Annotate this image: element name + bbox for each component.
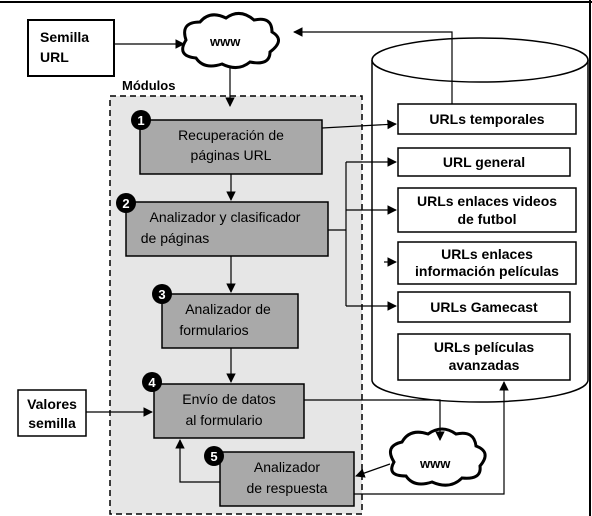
- svg-text:www: www: [419, 456, 451, 471]
- www-cloud-bottom: www: [388, 427, 487, 487]
- step-2-box: Analizador y clasificador de páginas: [125, 201, 329, 257]
- step-3-box: Analizador de formularios: [161, 293, 299, 349]
- svg-text:de páginas: de páginas: [141, 230, 210, 246]
- svg-text:avanzadas: avanzadas: [449, 357, 520, 373]
- storage-gamecast: URLs Gamecast: [397, 291, 571, 323]
- seed-url-box: Semilla URL: [27, 19, 115, 77]
- arrow-temporales-to-www: [293, 27, 453, 104]
- svg-text:Valores: Valores: [27, 396, 77, 412]
- svg-text:Analizador: Analizador: [254, 459, 320, 475]
- svg-text:URLs temporales: URLs temporales: [429, 111, 544, 127]
- arrow-step4-to-www: [304, 399, 445, 441]
- svg-text:URL: URL: [40, 49, 69, 65]
- svg-text:páginas URL: páginas URL: [191, 147, 272, 163]
- svg-text:URLs enlaces: URLs enlaces: [441, 246, 533, 262]
- storage-videos-futbol: URLs enlaces videos de futbol: [397, 187, 577, 233]
- modules-label: Módulos: [122, 78, 175, 93]
- step-4-box: Envío de datos al formulario: [153, 383, 305, 439]
- svg-text:Semilla: Semilla: [40, 29, 89, 45]
- seed-values-box: Valores semilla: [17, 389, 87, 437]
- svg-text:de respuesta: de respuesta: [247, 480, 328, 496]
- svg-text:www: www: [209, 34, 241, 49]
- arrow-step1-to-temporales: [321, 119, 397, 130]
- svg-text:2: 2: [122, 196, 129, 211]
- svg-text:5: 5: [210, 449, 217, 464]
- step-2-badge: 2: [116, 193, 136, 213]
- svg-text:de futbol: de futbol: [457, 211, 516, 227]
- step-1-badge: 1: [131, 110, 151, 130]
- step-1-box: Recuperación de páginas URL: [139, 119, 323, 175]
- svg-text:URLs enlaces videos: URLs enlaces videos: [417, 193, 557, 209]
- www-cloud-top: www: [181, 12, 280, 69]
- svg-text:Envío de datos: Envío de datos: [182, 391, 275, 407]
- connectors: [86, 27, 509, 495]
- svg-text:Recuperación de: Recuperación de: [178, 127, 284, 143]
- arrow-step5-to-avanzadas: [354, 381, 509, 495]
- svg-text:formularios: formularios: [179, 322, 248, 338]
- svg-text:Analizador de: Analizador de: [185, 301, 271, 317]
- storage-general: URL general: [397, 147, 571, 177]
- step-4-badge: 4: [142, 372, 162, 392]
- step-5-box: Analizador de respuesta: [219, 451, 355, 507]
- storage-temporales: URLs temporales: [397, 103, 577, 135]
- svg-text:URLs Gamecast: URLs Gamecast: [430, 299, 538, 315]
- svg-text:Analizador y clasificador: Analizador y clasificador: [150, 209, 301, 225]
- svg-text:4: 4: [148, 375, 156, 390]
- arrow-step5-to-step4: [175, 439, 220, 483]
- svg-text:al formulario: al formulario: [185, 412, 262, 428]
- step-5-badge: 5: [204, 446, 224, 466]
- step-3-badge: 3: [152, 284, 172, 304]
- svg-text:semilla: semilla: [28, 415, 76, 431]
- svg-text:3: 3: [158, 287, 165, 302]
- svg-text:URLs películas: URLs películas: [434, 339, 535, 355]
- arrow-www-to-step5: [355, 463, 391, 478]
- svg-text:1: 1: [137, 113, 144, 128]
- storage-peliculas: URLs enlaces información películas: [397, 241, 577, 285]
- svg-text:información películas: información películas: [415, 263, 559, 279]
- storage-peliculas-avanzadas: URLs películas avanzadas: [397, 333, 571, 381]
- svg-text:URL general: URL general: [443, 154, 525, 170]
